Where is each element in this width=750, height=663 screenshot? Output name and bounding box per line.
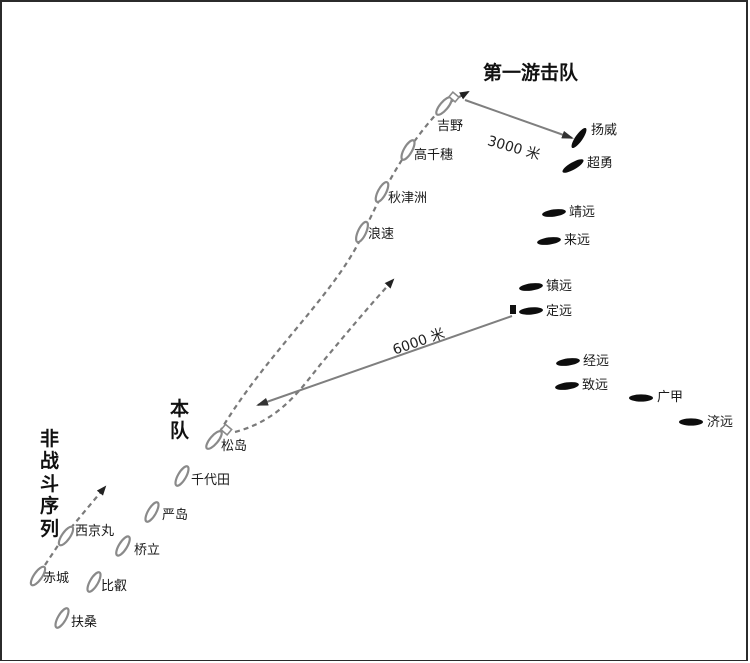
group-label-main-squadron: 本队 — [170, 398, 190, 443]
ship-jingyuan — [541, 207, 567, 219]
ship-yangwei — [569, 126, 589, 150]
label-dingyuan: 定远 — [546, 304, 573, 319]
label-akagi: 赤城 — [43, 571, 70, 586]
label-naniwa: 浪速 — [368, 227, 395, 242]
ship-chiyoda — [171, 463, 193, 489]
label-laiyuan: 来远 — [564, 233, 591, 248]
label-yoshino: 吉野 — [437, 119, 464, 134]
label-zhenyuan: 镇远 — [546, 279, 573, 294]
ship-guangjia — [629, 394, 653, 402]
ship-yoshino-bow — [447, 91, 461, 103]
label-saikyo-maru: 西京丸 — [75, 524, 115, 539]
label-fuso: 扶桑 — [71, 615, 98, 630]
label-akitsushima: 秋津洲 — [388, 191, 428, 206]
dingyuan-marker — [510, 305, 516, 314]
label-yangwei: 扬威 — [591, 123, 618, 138]
flying-squadron-route — [214, 91, 470, 441]
label-guangjia: 广甲 — [657, 390, 684, 405]
label-jingyuan-2: 经远 — [583, 354, 610, 369]
ship-fuso — [51, 605, 73, 631]
ship-dingyuan — [518, 306, 544, 316]
ship-chaoyong — [560, 156, 586, 176]
label-hiei: 比叡 — [101, 579, 128, 594]
group-label-non-combat: 非战斗序列 — [40, 428, 60, 540]
distance-line-3000 — [464, 99, 574, 139]
ship-jingyuan2 — [555, 356, 581, 368]
label-itsukushima: 严岛 — [162, 508, 189, 523]
ship-zhiyuan — [554, 380, 580, 392]
label-matsushima: 松岛 — [221, 439, 248, 454]
ship-hashidate — [112, 533, 134, 559]
ship-jiyuan — [679, 418, 703, 426]
ship-laiyuan — [536, 235, 562, 247]
label-takachiho: 高千穗 — [414, 148, 454, 163]
label-chaoyong: 超勇 — [587, 156, 614, 171]
label-jiyuan: 济远 — [707, 415, 734, 430]
distance-line-6000 — [256, 315, 513, 406]
label-jingyuan: 靖远 — [569, 205, 596, 220]
ship-zhenyuan — [518, 281, 544, 293]
main-squadron-route — [234, 278, 395, 434]
ship-itsukushima — [141, 499, 163, 525]
ship-matsushima-bow — [219, 423, 233, 436]
label-hashidate: 桥立 — [134, 543, 161, 558]
label-chiyoda: 千代田 — [191, 473, 231, 488]
group-label-flying-squadron: 第一游击队 — [483, 62, 579, 84]
label-zhiyuan: 致远 — [582, 378, 609, 393]
